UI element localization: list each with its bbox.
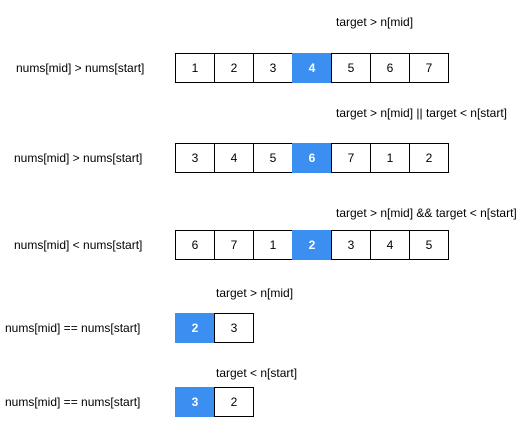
array-cell: 6 — [175, 230, 215, 260]
array-cell: 2 — [214, 387, 254, 417]
array-cell: 7 — [331, 143, 371, 173]
mid-cell: 2 — [292, 230, 332, 260]
array-cell: 6 — [370, 53, 410, 83]
row-4-condition: target < n[start] — [216, 366, 298, 380]
mid-cell: 2 — [175, 313, 215, 343]
array-cell: 4 — [370, 230, 410, 260]
array-cell: 7 — [409, 53, 449, 83]
mid-cell: 6 — [292, 143, 332, 173]
array-cell: 7 — [214, 230, 254, 260]
array-cell: 5 — [331, 53, 371, 83]
array-cell: 1 — [370, 143, 410, 173]
array-cell: 1 — [253, 230, 293, 260]
row-3-label: nums[mid] == nums[start] — [5, 321, 141, 335]
row-4-label: nums[mid] == nums[start] — [5, 395, 141, 409]
row-0-condition: target > n[mid] — [336, 15, 414, 29]
row-2-label: nums[mid] < nums[start] — [14, 238, 143, 252]
mid-cell: 3 — [175, 387, 215, 417]
array-cell: 3 — [331, 230, 371, 260]
row-1-condition: target > n[mid] || target < n[start] — [336, 106, 507, 120]
row-2-condition: target > n[mid] && target < n[start] — [336, 206, 517, 220]
array-cell: 3 — [175, 143, 215, 173]
array-cell: 2 — [409, 143, 449, 173]
row-0-label: nums[mid] > nums[start] — [16, 61, 145, 75]
row-3-condition: target > n[mid] — [216, 286, 294, 300]
array-cell: 1 — [175, 53, 215, 83]
array-cell: 2 — [214, 53, 254, 83]
array-cell: 5 — [409, 230, 449, 260]
array-cell: 3 — [253, 53, 293, 83]
mid-cell: 4 — [292, 53, 332, 83]
row-1-label: nums[mid] > nums[start] — [14, 151, 143, 165]
array-cell: 5 — [253, 143, 293, 173]
array-cell: 4 — [214, 143, 254, 173]
array-cell: 3 — [214, 313, 254, 343]
